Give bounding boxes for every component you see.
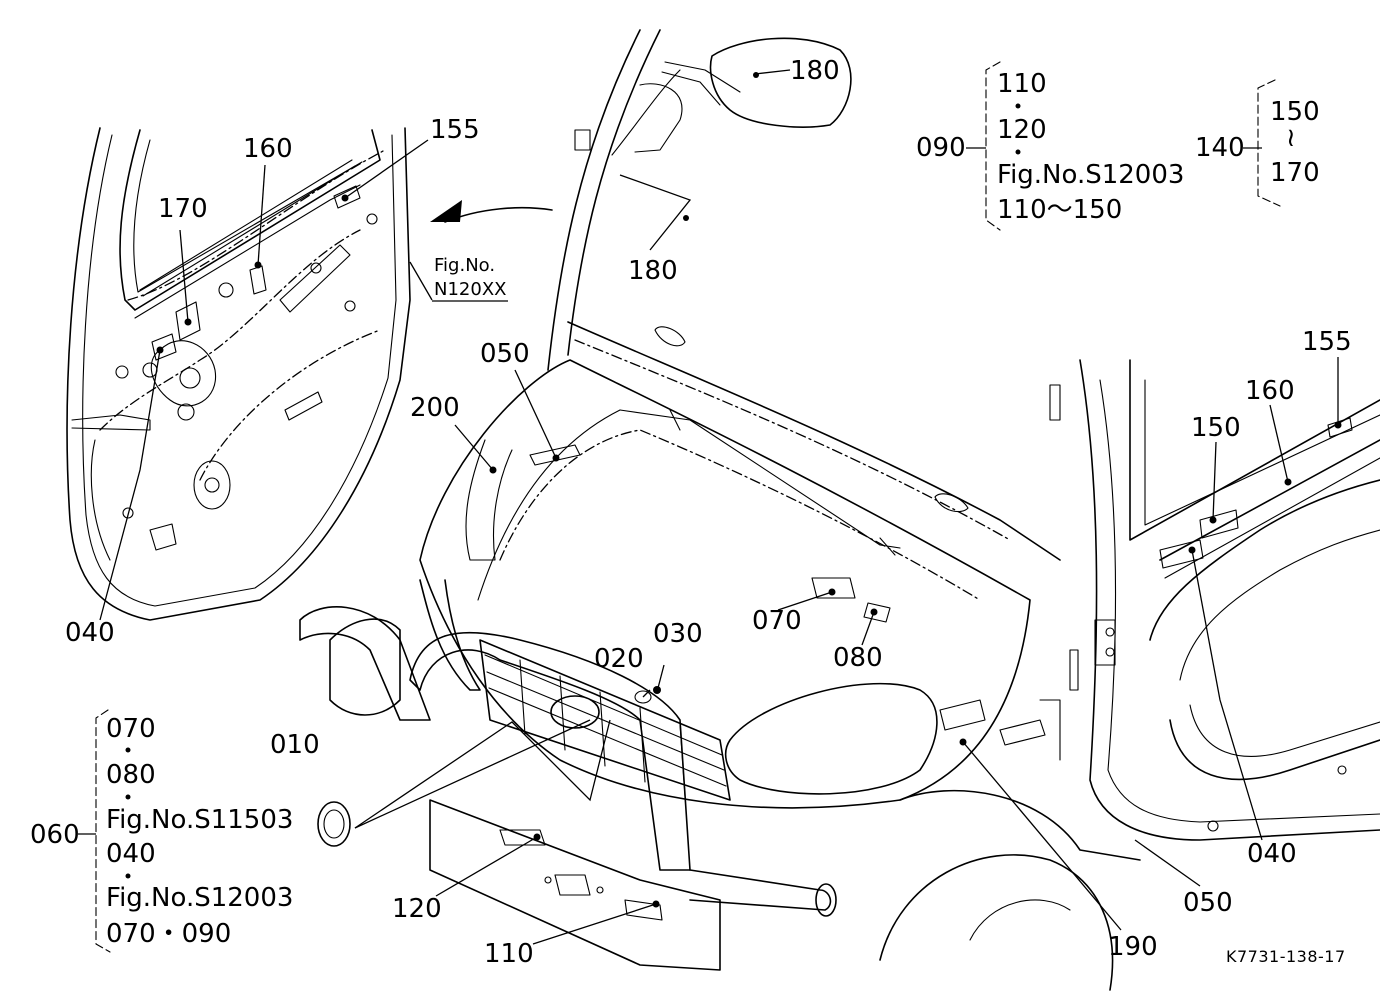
label-110: 110 xyxy=(484,939,534,969)
group-090-item-2: 120 xyxy=(997,115,1047,145)
ref-line-2: N120XX xyxy=(434,279,506,300)
label-020: 020 xyxy=(594,644,644,674)
label-180-top: 180 xyxy=(790,56,840,86)
group-140-label: 140 xyxy=(1195,133,1245,163)
group-060-item-3: Fig.No.S11503 xyxy=(106,805,293,835)
group-060-item-2: 080 xyxy=(106,760,156,790)
leader-lines xyxy=(99,69,1342,945)
label-040-right: 040 xyxy=(1247,839,1297,869)
label-080: 080 xyxy=(833,643,883,673)
group-140-sep: ≀ xyxy=(1286,123,1296,153)
group-090-item-4: 110～150 xyxy=(997,195,1122,225)
label-030: 030 xyxy=(653,619,703,649)
label-155-left: 155 xyxy=(430,115,480,145)
reference-fig-box: Fig.No. N120XX xyxy=(432,255,508,302)
direction-arrow xyxy=(430,200,553,223)
group-060-item-5: Fig.No.S12003 xyxy=(106,883,293,913)
label-120: 120 xyxy=(392,894,442,924)
group-060-label: 060 xyxy=(30,820,80,850)
label-200: 200 xyxy=(410,393,460,423)
group-140: 140 150 ≀ 170 xyxy=(1195,79,1320,207)
cab-drawing xyxy=(299,29,1141,991)
group-090-label: 090 xyxy=(916,133,966,163)
group-140-from: 150 xyxy=(1270,97,1320,127)
label-070: 070 xyxy=(752,606,802,636)
label-010: 010 xyxy=(270,730,320,760)
label-160-left: 160 xyxy=(243,134,293,164)
label-160-right: 160 xyxy=(1245,376,1295,406)
right-door-drawing xyxy=(1069,359,1380,841)
group-060: 060 070 080 Fig.No.S11503 040 Fig.No.S12… xyxy=(30,709,293,953)
label-150: 150 xyxy=(1191,413,1241,443)
group-060-item-4: 040 xyxy=(106,839,156,869)
label-180-mid: 180 xyxy=(628,256,678,286)
group-090-item-3: Fig.No.S12003 xyxy=(997,160,1184,190)
label-155-right: 155 xyxy=(1302,327,1352,357)
drawing-code: K7731-138-17 xyxy=(1226,947,1346,966)
ref-line-1: Fig.No. xyxy=(434,255,495,276)
group-090: 090 110 120 Fig.No.S12003 110～150 xyxy=(916,61,1184,231)
group-060-item-1: 070 xyxy=(106,714,156,744)
label-050-bottom: 050 xyxy=(1183,888,1233,918)
label-170: 170 xyxy=(158,194,208,224)
left-door-drawing xyxy=(66,127,411,621)
part-labels: 180 180 160 155 170 040 050 200 070 080 … xyxy=(65,56,1352,969)
group-140-to: 170 xyxy=(1270,158,1320,188)
label-050-top: 050 xyxy=(480,339,530,369)
label-190: 190 xyxy=(1108,932,1158,962)
group-060-item-6: 070・090 xyxy=(106,919,231,949)
group-090-item-1: 110 xyxy=(997,69,1047,99)
label-040-left: 040 xyxy=(65,618,115,648)
